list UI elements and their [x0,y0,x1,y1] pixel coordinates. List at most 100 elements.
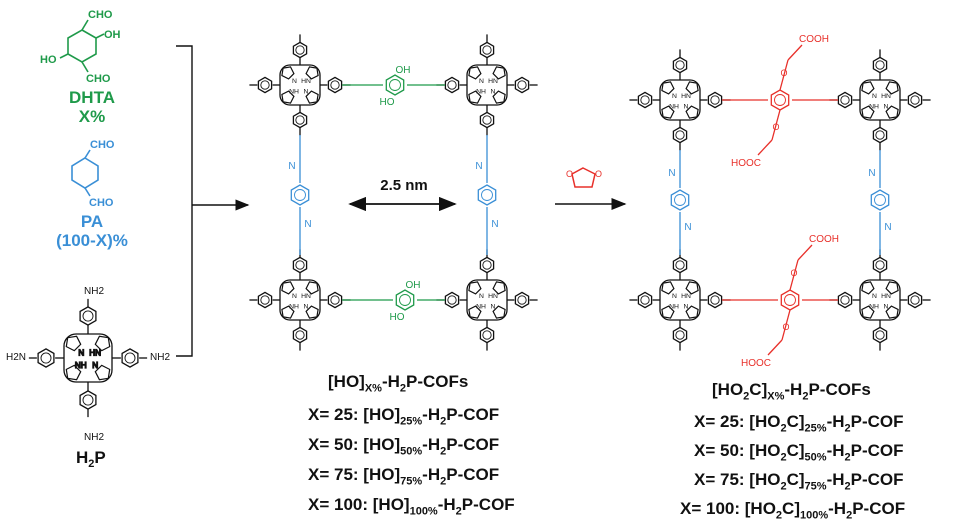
dhta-name: DHTA [69,88,115,107]
dhta-cho-top: CHO [88,9,113,21]
macrocycle [279,279,321,321]
atom-hn: HN [488,78,498,85]
pyrrole-ring [492,90,506,104]
atom-n: N [479,78,484,85]
atom-nh: NH [75,361,87,370]
pyrrole-ring [861,81,875,95]
phenyl-ring [257,76,273,94]
phenyl-ring [514,76,530,94]
atom-o: O [782,322,789,332]
dhta-linker-ring-aromatic [389,79,401,91]
atom-n: N [304,303,309,310]
phenyl-ring-aromatic [482,260,492,270]
phenyl-ring [444,76,460,94]
atom-nh: NH [476,303,486,310]
dhta-linker-ring [385,74,405,96]
pa-linker-ring-aromatic [294,189,306,201]
phenyl-ring [292,256,308,274]
dhta-cho-bottom: CHO [86,73,111,85]
atom-n: N [684,103,689,110]
bond [781,309,791,341]
macrocycle [466,64,508,106]
bond [757,139,773,156]
pyrrole-ring [281,66,295,80]
phenyl-ring-aromatic [330,295,340,305]
pyrrole-ring [685,81,699,95]
phenyl-ring-aromatic [517,80,527,90]
ho-cof-row-25: X= 25: [HO]25%-H2P-COF [308,405,500,428]
phenyl-ring-aromatic [482,330,492,340]
macrocycle [859,279,901,321]
atom-hooc: HOOC [741,358,771,369]
macrocycle [279,64,321,106]
pyrrole-ring [94,364,111,381]
bond [779,59,789,91]
atom-nh: NH [869,303,879,310]
ho-cof-row-100: X= 100: [HO]100%-H2P-COF [308,495,515,518]
phenyl-ring-aromatic [840,295,850,305]
atom-hn: HN [89,349,101,358]
dhta-linker-ring [395,289,415,311]
phenyl-ring [79,306,97,326]
ho2c-linker-ring [770,89,790,111]
phenyl-ring [672,256,688,274]
phenyl-ring [514,291,530,309]
atom-n: N [491,303,496,310]
phenyl-ring [79,390,97,410]
phenyl-ring-aromatic [910,95,920,105]
pa-structure [71,149,99,197]
atom-hn: HN [681,93,691,100]
pyrrole-ring [661,105,675,119]
phenyl-ring-aromatic [875,60,885,70]
pyrrole-ring [305,281,319,295]
phenyl-ring-aromatic [295,330,305,340]
atom-hn: HN [881,293,891,300]
pyrrole-ring [492,281,506,295]
phenyl-ring-aromatic [517,295,527,305]
phenyl-ring-aromatic [875,330,885,340]
anhydride-o-right: O [595,169,602,179]
phenyl-ring-aromatic [295,260,305,270]
pa-linker-ring-aromatic [874,194,886,206]
atom-hooc: HOOC [731,158,761,169]
pyrrole-ring [861,305,875,319]
dhta-fraction: X% [79,107,105,126]
atom-n: N [672,293,677,300]
pyrrole-ring [468,281,482,295]
pyrrole-ring [885,81,899,95]
phenyl-ring [257,291,273,309]
dhta-oh: OH [104,29,121,41]
dhta-structure [59,19,105,73]
atom-nh: NH [289,88,299,95]
pyrrole-ring [492,305,506,319]
phenyl-ring-aromatic [640,95,650,105]
phenyl-ring [121,348,139,368]
pyrrole-ring [861,105,875,119]
phenyl-ring-aromatic [675,260,685,270]
ho2c-linker-ring-aromatic [784,294,796,306]
phenyl-ring [837,291,853,309]
pyrrole-ring [685,105,699,119]
pa-cho-top: CHO [90,139,115,151]
bond [797,244,813,261]
phenyl-ring-aromatic [840,95,850,105]
macrocycle [63,333,113,383]
pa-linker-ring-aromatic [674,194,686,206]
phenyl-ring-aromatic [875,260,885,270]
atom-n: N [292,78,297,85]
atom-n: N [491,219,498,230]
dhta-ho: HO [40,54,57,66]
pyrrole-ring [685,281,699,295]
phenyl-ring-aromatic [875,130,885,140]
atom-n: N [92,361,98,370]
atom-n: N [304,88,309,95]
phenyl-ring-aromatic [124,352,136,364]
